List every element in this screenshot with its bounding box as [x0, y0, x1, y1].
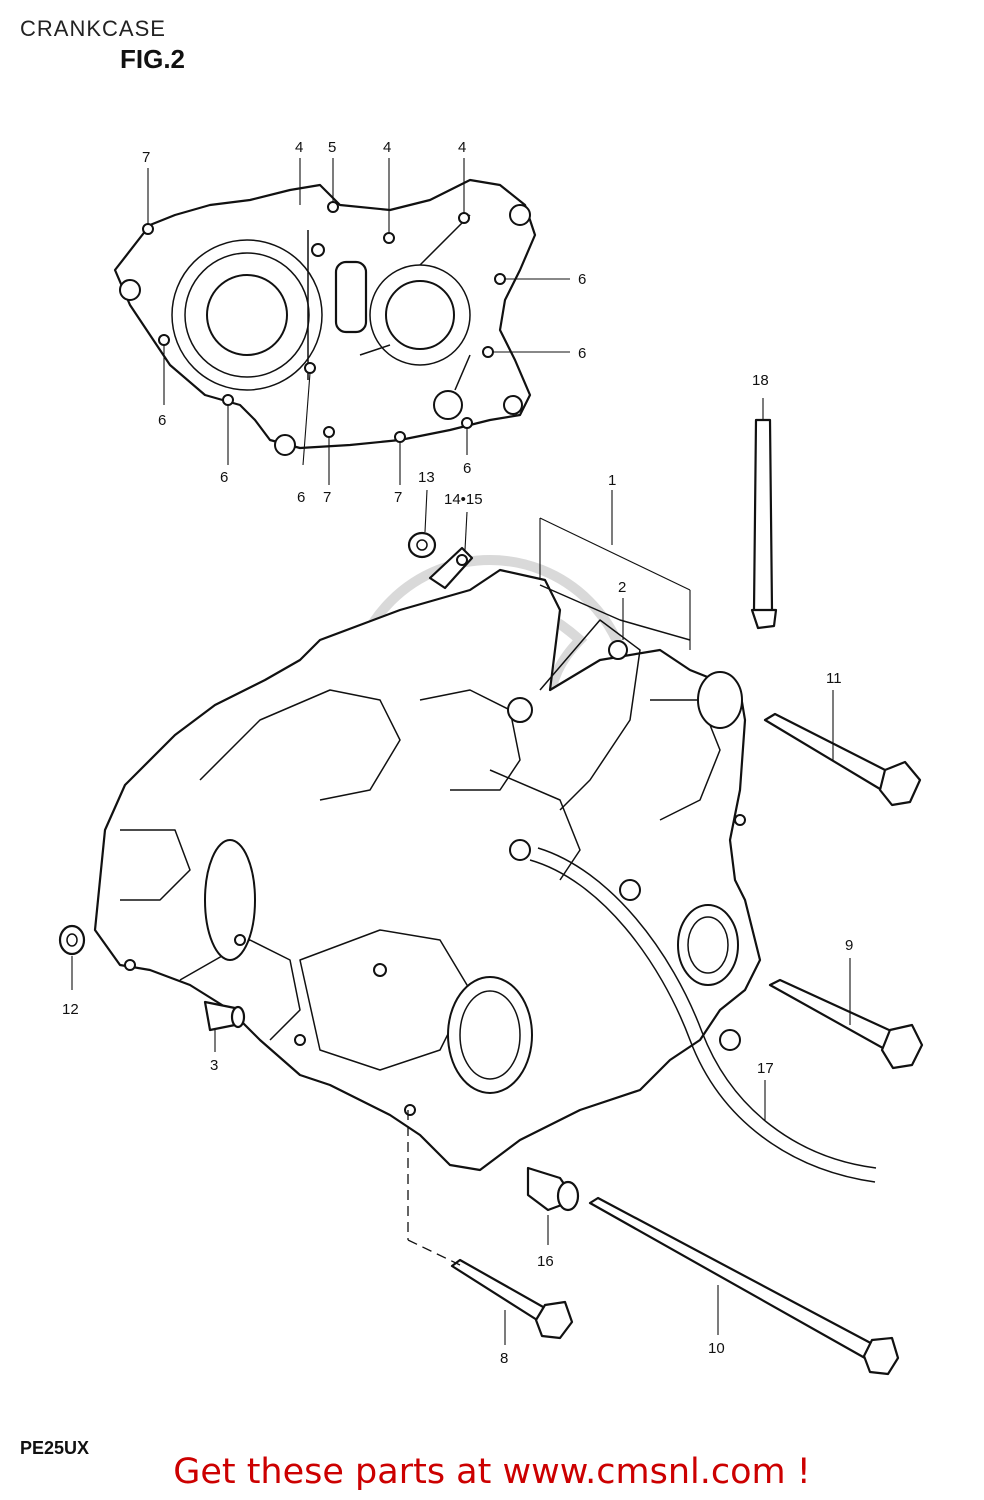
callout-13: 13	[418, 469, 435, 486]
callout-3: 3	[210, 1057, 218, 1074]
callout-labels: 7 4 5 4 4 6 6 6 6 6 7 7 6 13 14•15 1 2 1…	[62, 139, 853, 1367]
part-11-bolt	[763, 712, 922, 807]
callout-8: 8	[500, 1350, 508, 1367]
top-leader-lines	[147, 158, 570, 485]
callout-9: 9	[845, 937, 853, 954]
callout-6: 6	[578, 271, 586, 288]
part-16-spacer	[526, 1166, 580, 1212]
callout-16: 16	[537, 1253, 554, 1270]
part-18-stud	[750, 418, 778, 630]
crankcase-half-top-view	[113, 178, 537, 456]
promo-link[interactable]: Get these parts at www.cmsnl.com !	[173, 1452, 811, 1492]
callout-17: 17	[757, 1060, 774, 1077]
main-leader-lines	[71, 398, 851, 1345]
callout-4: 4	[383, 139, 391, 156]
callout-10: 10	[708, 1340, 725, 1357]
callout-6: 6	[578, 345, 586, 362]
part-13-nut	[407, 531, 437, 559]
callout-6: 6	[220, 469, 228, 486]
callout-1: 1	[608, 472, 616, 489]
callout-2: 2	[618, 579, 626, 596]
part-10-bolt	[588, 1196, 900, 1376]
part-12-nut	[58, 924, 86, 956]
part-9-bolt	[768, 978, 924, 1070]
callout-6: 6	[463, 460, 471, 477]
callout-7: 7	[142, 149, 150, 166]
callout-7: 7	[394, 489, 402, 506]
callout-7: 7	[323, 489, 331, 506]
callout-11: 11	[826, 670, 842, 687]
part-17-breather-hose	[529, 847, 877, 1183]
part-3-dowel	[203, 1000, 246, 1032]
callout-14-15: 14•15	[444, 491, 483, 508]
model-code: PE25UX	[20, 1438, 90, 1458]
callout-6: 6	[297, 489, 305, 506]
part-14-15-washer	[428, 546, 474, 590]
callout-18: 18	[752, 372, 769, 389]
page-title: CRANKCASE	[20, 16, 166, 41]
callout-12: 12	[62, 1001, 79, 1018]
callout-5: 5	[328, 139, 336, 156]
callout-4: 4	[295, 139, 303, 156]
figure-label: FIG.2	[120, 44, 186, 74]
part-8-bolt	[450, 1258, 574, 1340]
crankcase-assembly	[93, 568, 762, 1172]
callout-4: 4	[458, 139, 466, 156]
callout-6: 6	[158, 412, 166, 429]
